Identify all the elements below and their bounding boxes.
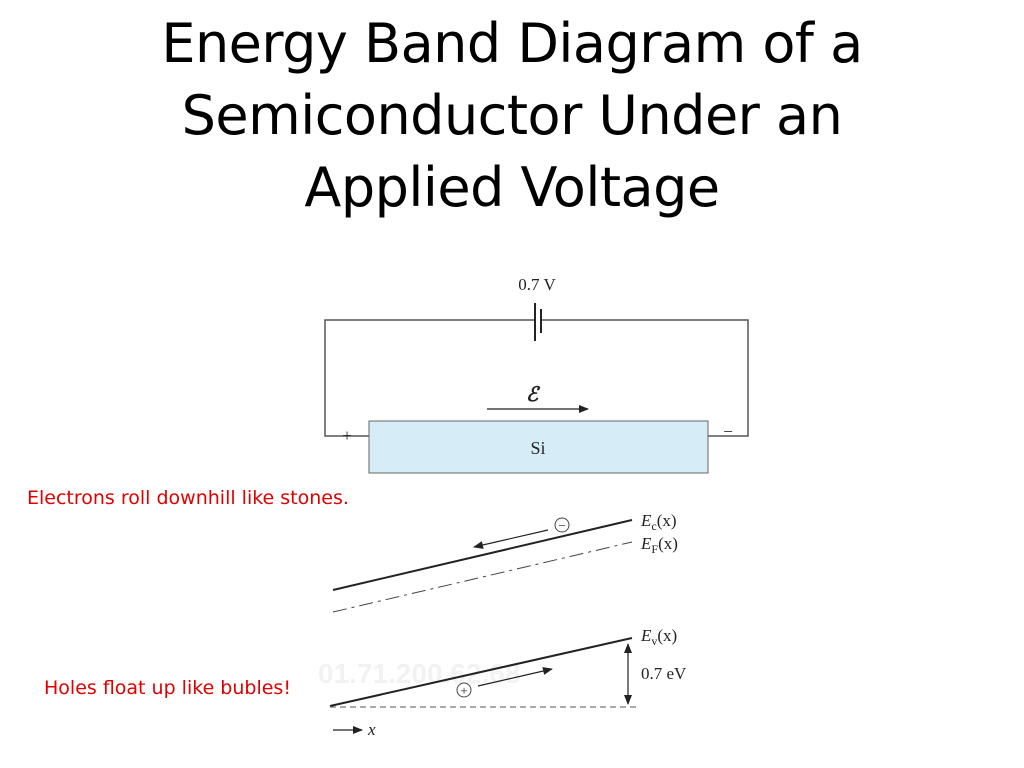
- valence-band-edge: [329, 637, 633, 707]
- circuit: 0.7 V Si + − ℰ: [324, 275, 749, 474]
- positive-terminal-label: +: [342, 426, 352, 445]
- hole-marker: [456, 682, 472, 698]
- silicon-label: Si: [530, 438, 545, 458]
- negative-terminal-label: −: [723, 422, 733, 441]
- hole-sign: +: [460, 683, 467, 698]
- ev-label-subscript: v: [651, 634, 657, 648]
- title-line-1: Energy Band Diagram of a: [161, 12, 863, 75]
- x-axis-label: x: [367, 720, 376, 739]
- battery-voltage-label: 0.7 V: [518, 275, 556, 294]
- electron-sign: −: [558, 518, 565, 533]
- electrons-note: Electrons roll downhill like stones.: [27, 487, 349, 509]
- title-line-3: Applied Voltage: [304, 156, 720, 219]
- slide-title: Energy Band Diagram of a Semiconductor U…: [0, 8, 1024, 224]
- title-line-2: Semiconductor Under an: [181, 84, 843, 147]
- hole-motion-arrow: [477, 667, 553, 687]
- energy-gap-label: 0.7 eV: [641, 664, 687, 683]
- conduction-band-edge: [332, 519, 633, 591]
- energy-bands: − + Ec(x) EF(x) Ev(x) 0.7 eV x: [329, 511, 687, 739]
- ef-label-symbol: E: [640, 534, 652, 553]
- ev-label-symbol: E: [640, 626, 652, 645]
- ef-label-subscript: F: [651, 542, 658, 556]
- circuit-wire-left: [324, 319, 535, 437]
- fermi-level: [332, 541, 633, 613]
- silicon-sample: [368, 420, 709, 474]
- electron-marker: [554, 517, 570, 533]
- ef-label-argument: (x): [658, 534, 678, 553]
- ec-label: Ec(x): [640, 511, 677, 533]
- ec-label-argument: (x): [657, 511, 677, 530]
- electric-field-symbol: ℰ: [526, 384, 541, 406]
- electron-motion-arrow: [473, 529, 549, 549]
- ec-label-symbol: E: [640, 511, 652, 530]
- circuit-wire-right: [541, 319, 749, 437]
- holes-note: Holes float up like bubles!: [44, 677, 291, 699]
- ev-label: Ev(x): [640, 626, 677, 648]
- ev-label-argument: (x): [657, 626, 677, 645]
- ec-label-subscript: c: [651, 519, 656, 533]
- ef-label: EF(x): [640, 534, 678, 556]
